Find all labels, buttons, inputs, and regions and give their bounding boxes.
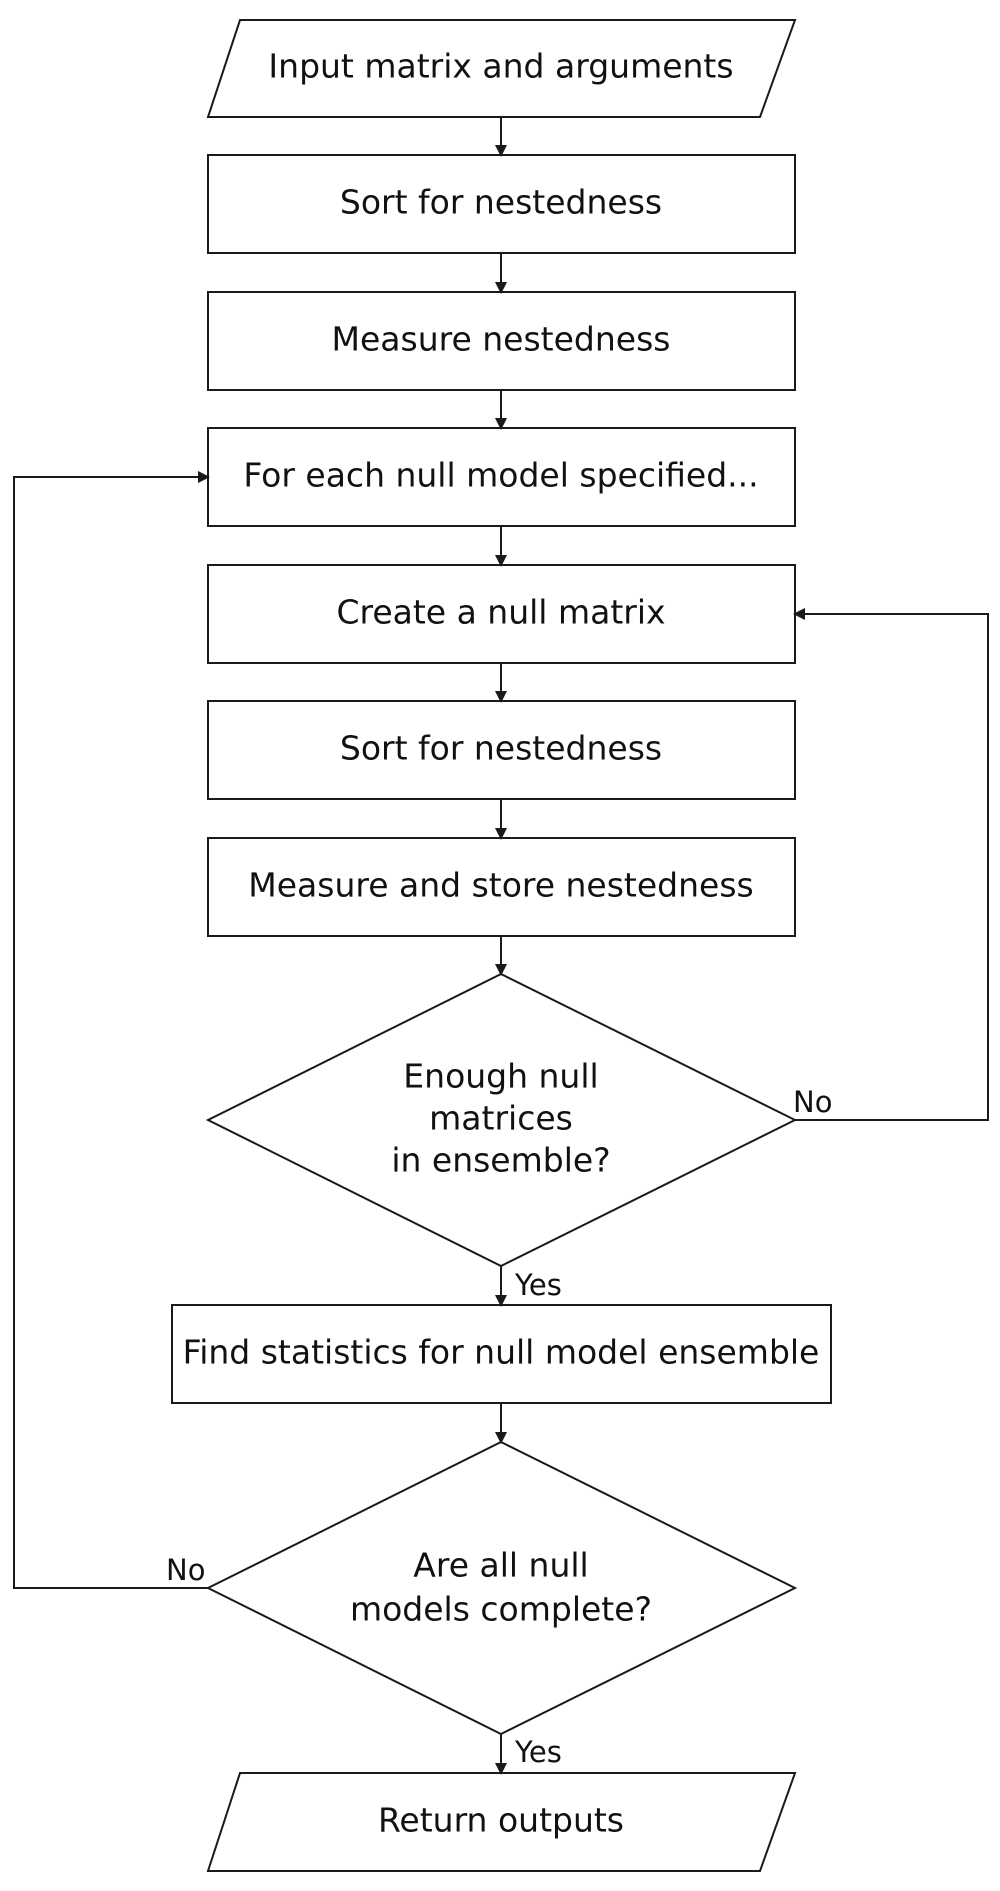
find-stats-node-label: Find statistics for null model ensemble xyxy=(183,1333,820,1372)
input-node-label: Input matrix and arguments xyxy=(268,47,733,86)
find-stats-node: Find statistics for null model ensemble xyxy=(171,1304,832,1404)
measure-store-node: Measure and store nestedness xyxy=(207,837,796,937)
decision-complete-line-1: Are all null xyxy=(413,1546,588,1585)
decision-enough-line-1: Enough null xyxy=(403,1057,598,1096)
label-enough-yes: Yes xyxy=(514,1268,562,1302)
sort-node-2: Sort for nestedness xyxy=(207,700,796,800)
sort-node-1: Sort for nestedness xyxy=(207,154,796,254)
measure-node: Measure nestedness xyxy=(207,291,796,391)
for-each-node-label: For each null model specified... xyxy=(243,456,758,495)
label-complete-yes: Yes xyxy=(514,1735,562,1769)
for-each-node: For each null model specified... xyxy=(207,427,796,527)
sort-node-2-label: Sort for nestedness xyxy=(340,729,662,768)
decision-enough-node: Enough null matrices in ensemble? xyxy=(205,972,798,1268)
label-enough-no: No xyxy=(793,1085,832,1119)
arrow-complete-no-loop xyxy=(13,471,210,1589)
input-node: Input matrix and arguments xyxy=(206,19,797,118)
arrow-enough-no-loop xyxy=(793,608,989,1121)
decision-enough-line-3: in ensemble? xyxy=(391,1141,610,1180)
measure-node-label: Measure nestedness xyxy=(332,320,671,359)
decision-enough-line-2: matrices xyxy=(429,1099,573,1138)
output-node-label: Return outputs xyxy=(378,1801,624,1840)
measure-store-node-label: Measure and store nestedness xyxy=(248,866,753,905)
output-node: Return outputs xyxy=(206,1772,797,1872)
decision-complete-node: Are all null models complete? xyxy=(205,1440,798,1736)
create-null-node: Create a null matrix xyxy=(207,564,796,664)
label-complete-no: No xyxy=(166,1553,205,1587)
decision-complete-line-2: models complete? xyxy=(350,1590,652,1629)
create-null-node-label: Create a null matrix xyxy=(336,593,665,632)
sort-node-1-label: Sort for nestedness xyxy=(340,183,662,222)
